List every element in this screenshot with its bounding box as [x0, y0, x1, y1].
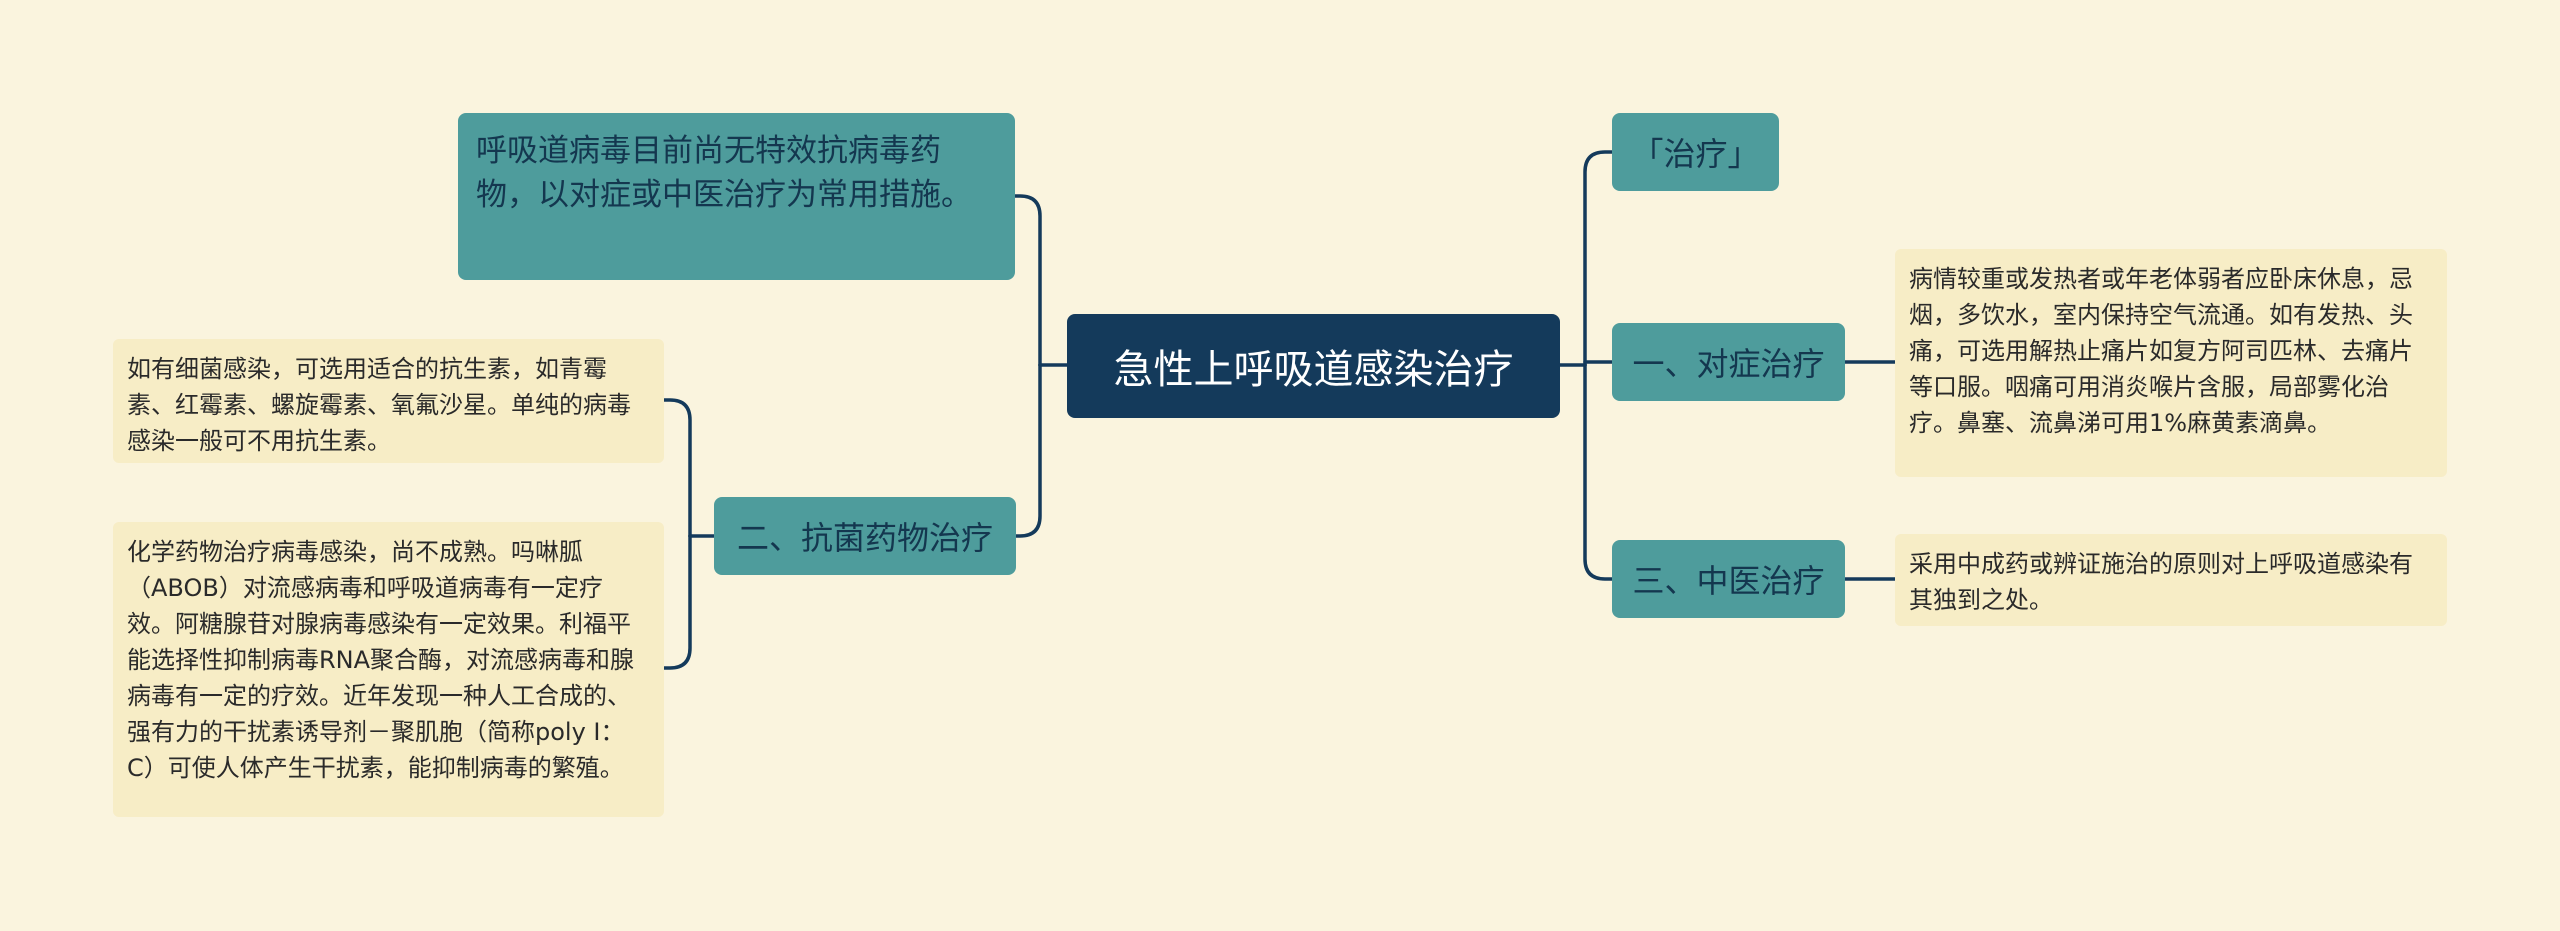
branch-tcm-label: 三、中医治疗 [1632, 562, 1825, 600]
branch-symptomatic[interactable]: 一、对症治疗 [1612, 323, 1845, 401]
branch-tcm[interactable]: 三、中医治疗 [1612, 540, 1845, 618]
leaf-tcm[interactable]: 采用中成药或辨证施治的原则对上呼吸道感染有其独到之处。 [1895, 534, 2447, 626]
connector-antibacterial-leaf1 [662, 398, 692, 538]
leaf-symptomatic-text: 病情较重或发热者或年老体弱者应卧床休息，忌烟，多饮水，室内保持空气流通。如有发热… [1909, 265, 2413, 437]
leaf-antibiotics[interactable]: 如有细菌感染，可选用适合的抗生素，如青霉素、红霉素、螺旋霉素、氧氟沙星。单纯的病… [113, 339, 664, 463]
intro-node[interactable]: 呼吸道病毒目前尚无特效抗病毒药物，以对症或中医治疗为常用措施。 [458, 113, 1015, 280]
connector-right-treatment [1583, 150, 1614, 367]
branch-antibacterial-label: 二、抗菌药物治疗 [736, 519, 993, 557]
leaf-antibiotics-text: 如有细菌感染，可选用适合的抗生素，如青霉素、红霉素、螺旋霉素、氧氟沙星。单纯的病… [127, 355, 631, 455]
branch-treatment[interactable]: 「治疗」 [1612, 113, 1779, 191]
connector-left-intro [1013, 194, 1042, 367]
branch-symptomatic-label: 一、对症治疗 [1632, 345, 1825, 383]
connector-antibacterial-leaf2 [662, 534, 692, 670]
leaf-tcm-text: 采用中成药或辨证施治的原则对上呼吸道感染有其独到之处。 [1909, 550, 2413, 614]
connector-right-tcm [1583, 363, 1614, 581]
branch-antibacterial[interactable]: 二、抗菌药物治疗 [714, 497, 1016, 575]
root-topic-label: 急性上呼吸道感染治疗 [1113, 347, 1514, 393]
leaf-symptomatic[interactable]: 病情较重或发热者或年老体弱者应卧床休息，忌烟，多饮水，室内保持空气流通。如有发热… [1895, 249, 2447, 477]
leaf-chemical-drugs[interactable]: 化学药物治疗病毒感染，尚不成熟。吗啉胍（ABOB）对流感病毒和呼吸道病毒有一定疗… [113, 522, 664, 817]
leaf-chemical-drugs-text: 化学药物治疗病毒感染，尚不成熟。吗啉胍（ABOB）对流感病毒和呼吸道病毒有一定疗… [127, 538, 635, 782]
intro-node-text: 呼吸道病毒目前尚无特效抗病毒药物，以对症或中医治疗为常用措施。 [476, 133, 972, 213]
root-topic[interactable]: 急性上呼吸道感染治疗 [1067, 314, 1560, 418]
branch-treatment-label: 「治疗」 [1631, 135, 1760, 173]
connector-left-antibacterial [1013, 363, 1042, 538]
